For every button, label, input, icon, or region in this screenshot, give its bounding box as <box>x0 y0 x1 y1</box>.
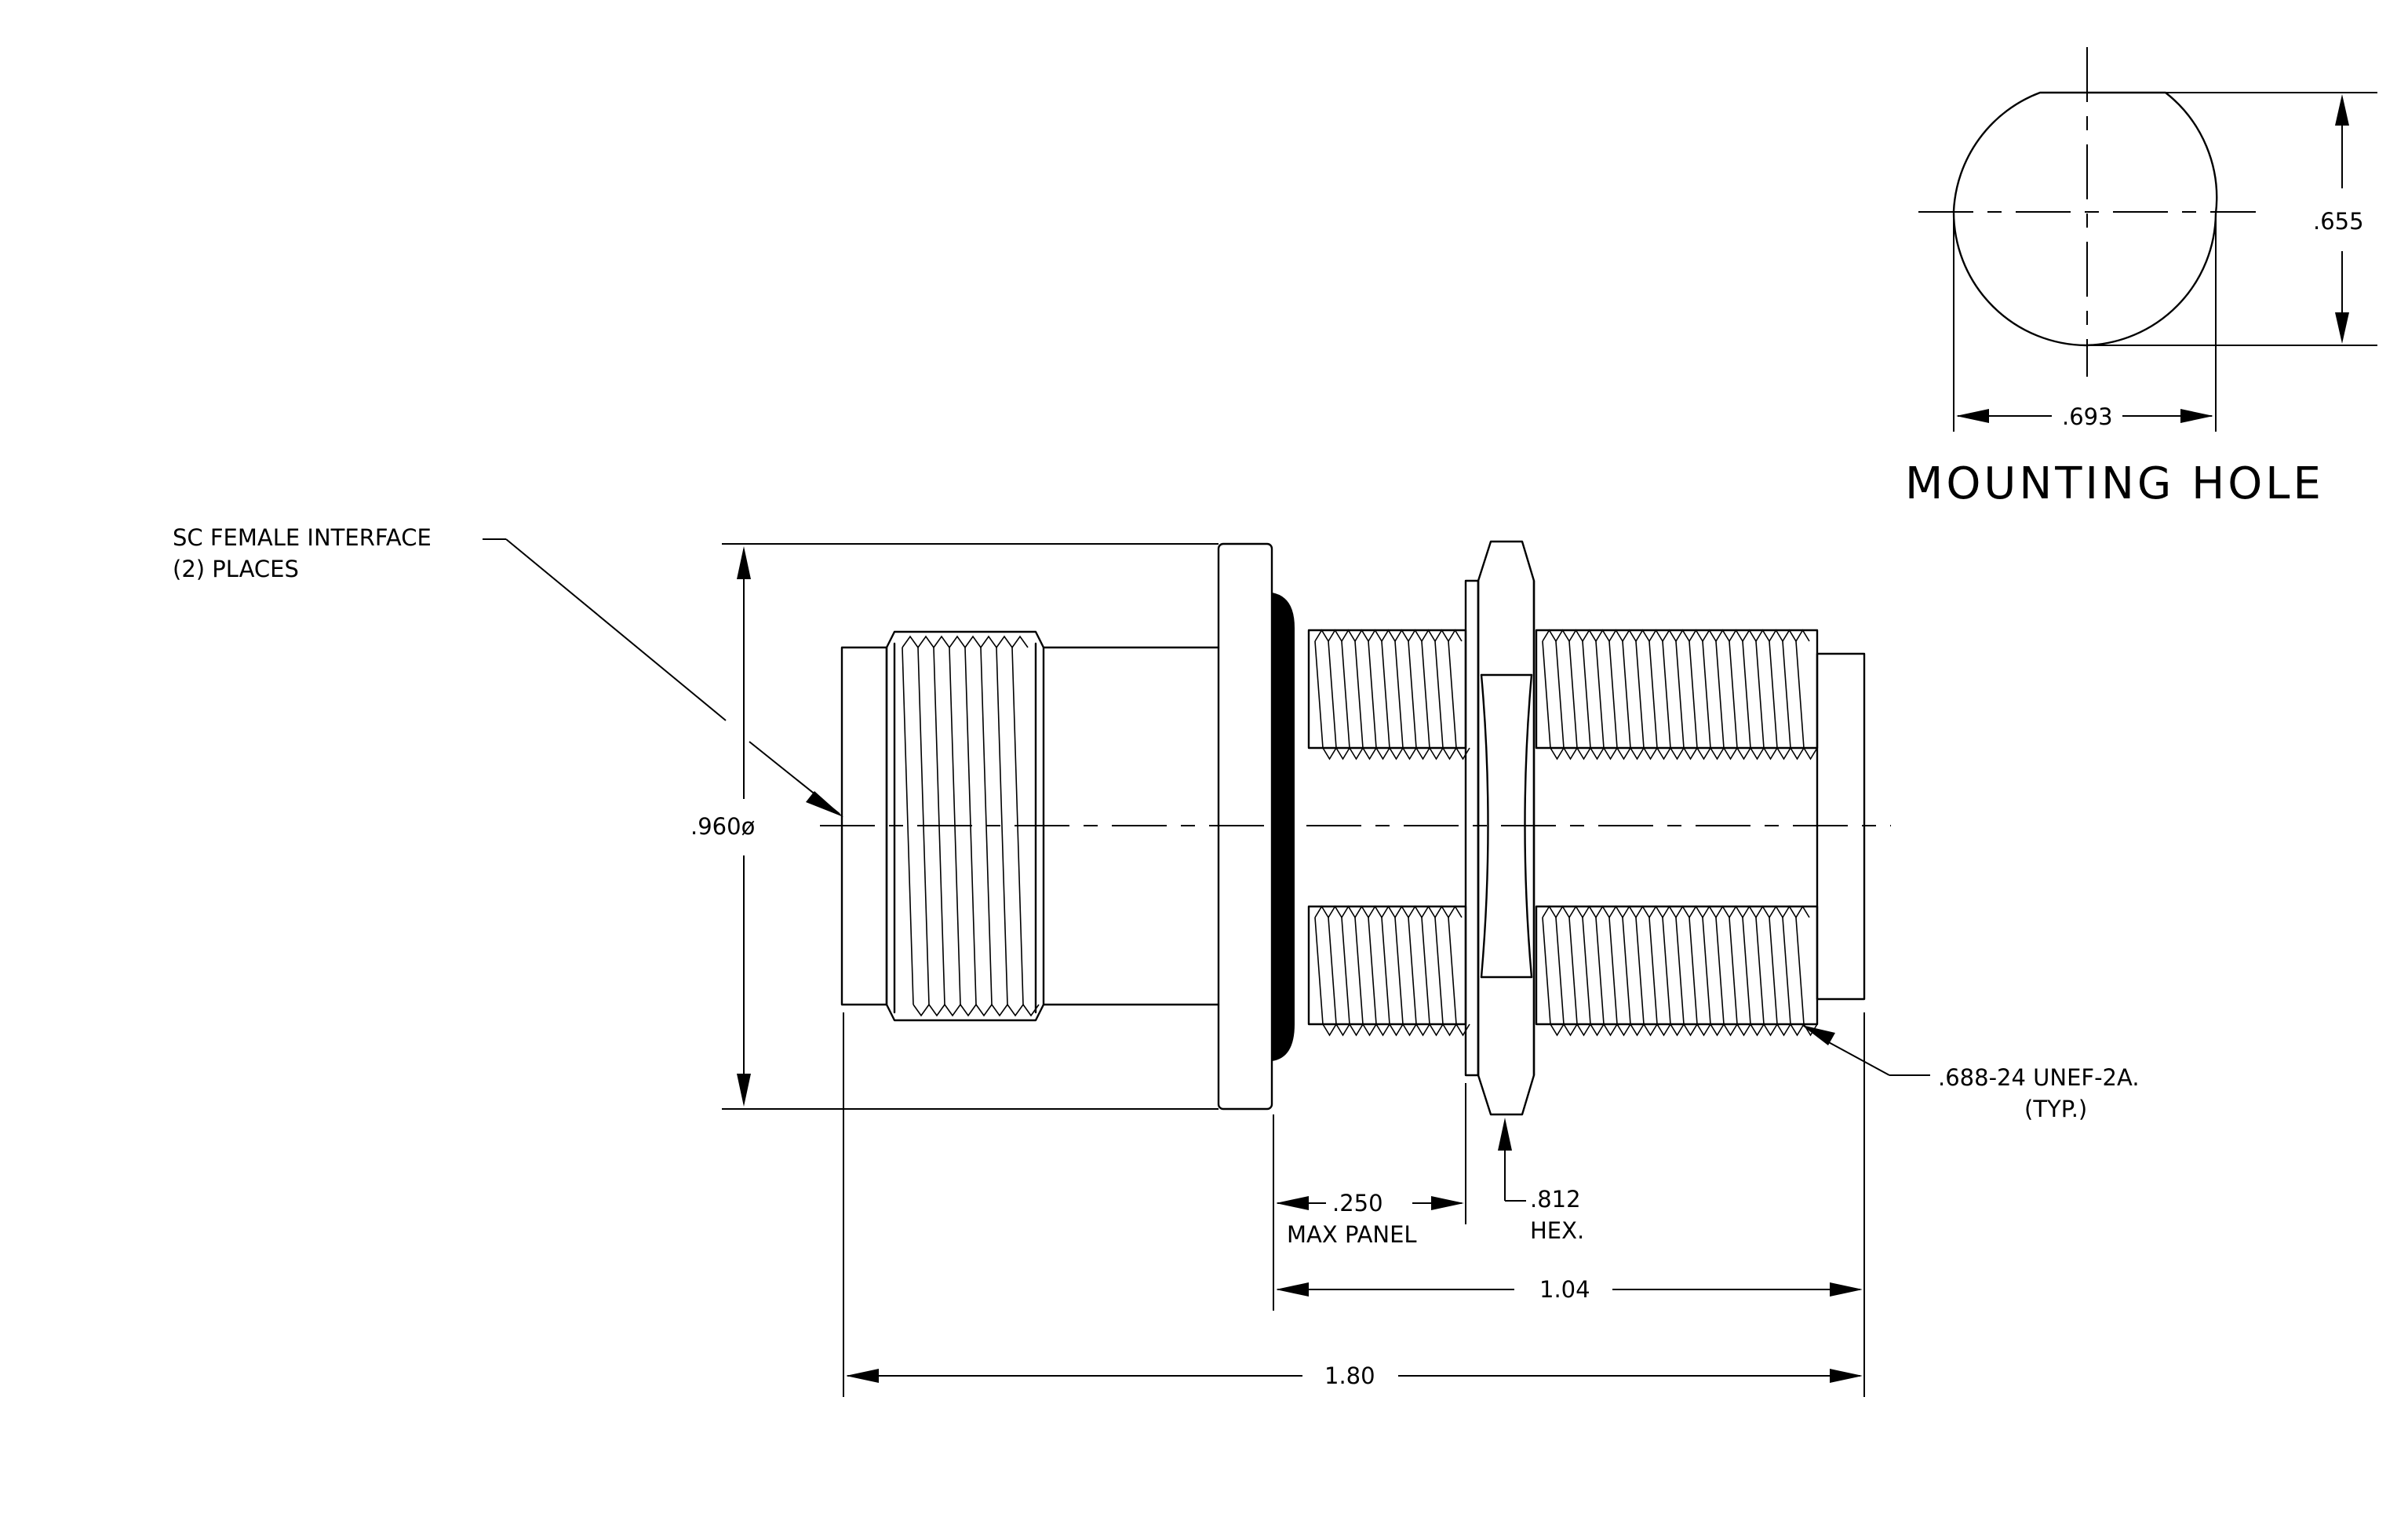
hex-nut <box>1477 540 1536 1116</box>
left-thread-lines <box>902 635 1040 1017</box>
hole-width-dimension: .693 <box>2062 403 2113 430</box>
dimensions: .960ø SC FEMALE INTERFACE (2) PLACES .25… <box>173 524 2140 1397</box>
hex-label: HEX. <box>1530 1217 1584 1244</box>
panel-label: MAX PANEL <box>1287 1221 1417 1248</box>
hole-height-dimension: .655 <box>2313 208 2364 235</box>
total-length-dimension: 1.80 <box>1324 1362 1375 1389</box>
interface-label-line1: SC FEMALE INTERFACE <box>173 524 432 551</box>
right-end-face <box>1816 652 1866 1001</box>
gasket <box>1272 593 1295 1061</box>
interface-label-line2: (2) PLACES <box>173 556 299 582</box>
mounting-hole-view: .655 .693 MOUNTING HOLE <box>1905 47 2377 509</box>
thread-spec-line1: .688-24 UNEF-2A. <box>1938 1064 2140 1091</box>
lock-washer <box>1464 579 1480 1077</box>
connector-side-view <box>820 540 1891 1116</box>
diameter-dimension: .960ø <box>690 813 755 840</box>
lower-thread-lines <box>1314 905 1818 1037</box>
mounting-hole-outline <box>1952 91 2218 347</box>
panel-dimension: .250 <box>1332 1190 1383 1216</box>
mounting-hole-title: MOUNTING HOLE <box>1905 458 2324 509</box>
inner-length-dimension: 1.04 <box>1539 1276 1590 1303</box>
hex-dimension: .812 <box>1530 1186 1581 1213</box>
upper-thread-lines <box>1314 629 1818 760</box>
thread-spec-line2: (TYP.) <box>2024 1096 2087 1122</box>
